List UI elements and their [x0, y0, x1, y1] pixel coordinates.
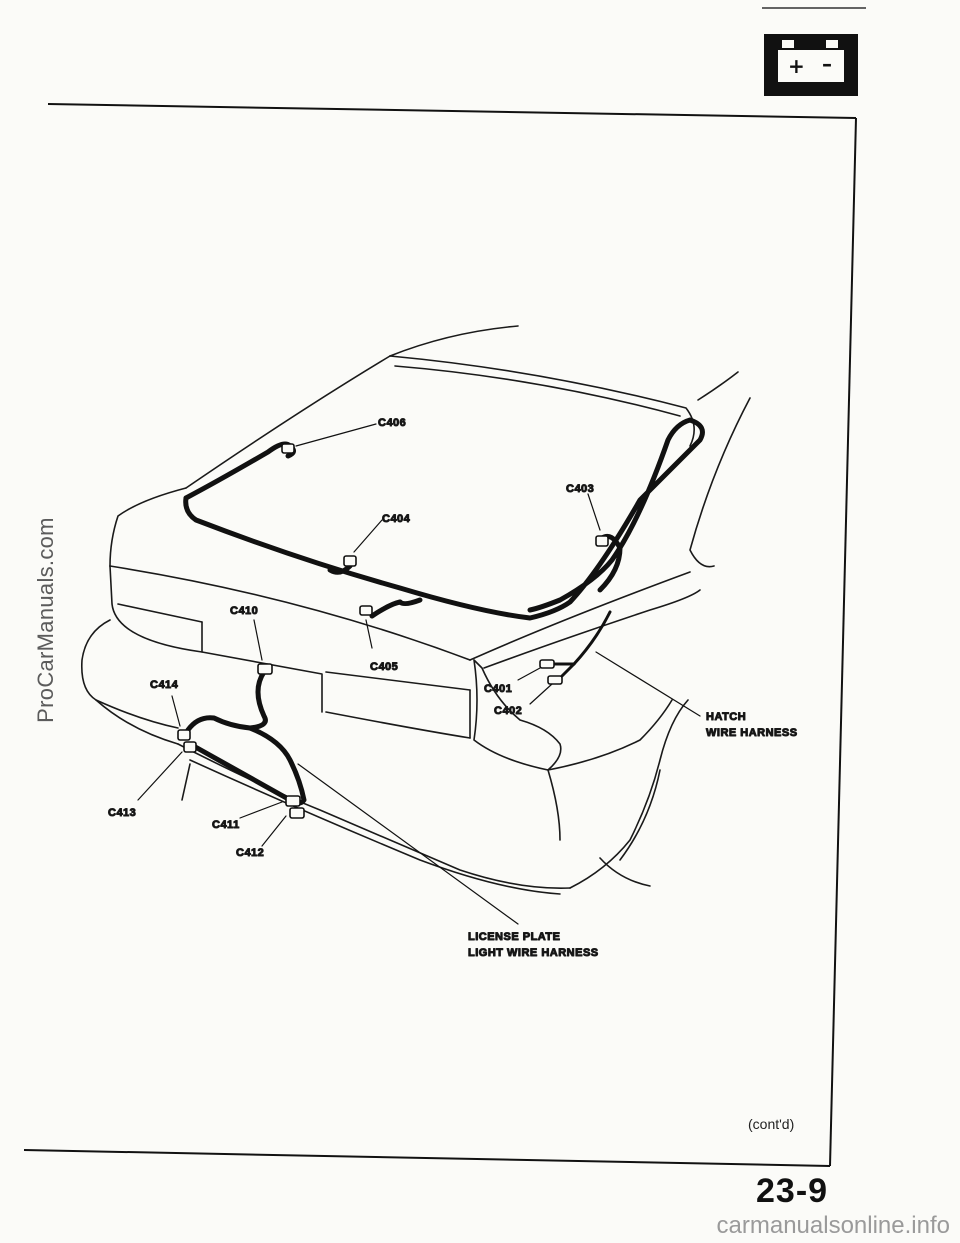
label-license-harness-line1: LICENSE PLATE: [468, 931, 560, 943]
watermark-bottom: carmanualsonline.info: [716, 1212, 950, 1239]
continued-note: (cont'd): [748, 1116, 795, 1132]
battery-icon: + –: [764, 34, 858, 96]
connector-c410-shape: [257, 663, 273, 675]
page-number: 23-9: [756, 1172, 829, 1210]
connector-shapes: [177, 443, 609, 819]
hatch-wire-harness-path: [183, 417, 705, 621]
connector-c402-shape: [547, 675, 563, 685]
connector-c404-shape: [343, 555, 357, 567]
label-license-harness-line2: LIGHT WIRE HARNESS: [468, 947, 599, 959]
label-c412: C412: [236, 847, 264, 859]
connector-c413-shape: [183, 741, 197, 753]
connector-c403-shape: [595, 535, 609, 547]
watermark-left: ProCarManuals.com: [33, 517, 58, 723]
minus-sign: –: [822, 52, 832, 76]
label-c410: C410: [230, 605, 258, 617]
car-body-outline: [80, 325, 751, 895]
connector-c405-shape: [359, 605, 373, 616]
connector-c406-shape: [281, 443, 295, 454]
label-hatch-harness-line1: HATCH: [706, 711, 746, 723]
connector-c401-shape: [539, 659, 555, 669]
label-c405: C405: [370, 661, 398, 673]
label-c411: C411: [212, 819, 240, 831]
label-c403: C403: [566, 483, 594, 495]
label-c406: C406: [378, 417, 406, 429]
plus-sign: +: [788, 54, 805, 78]
connector-c414-shape: [177, 729, 191, 741]
label-hatch-harness-line2: WIRE HARNESS: [706, 727, 798, 739]
label-c402: C402: [494, 705, 522, 717]
label-c413: C413: [108, 807, 136, 819]
license-plate-light-wire-harness-path: [185, 669, 307, 806]
hatch-harness-tail: [550, 610, 612, 680]
leader-lines: [137, 423, 701, 925]
connector-c411-shape: [285, 795, 301, 807]
label-c401: C401: [484, 683, 512, 695]
label-c414: C414: [150, 679, 179, 691]
connector-c412-shape: [289, 807, 305, 819]
label-c404: C404: [382, 513, 411, 525]
